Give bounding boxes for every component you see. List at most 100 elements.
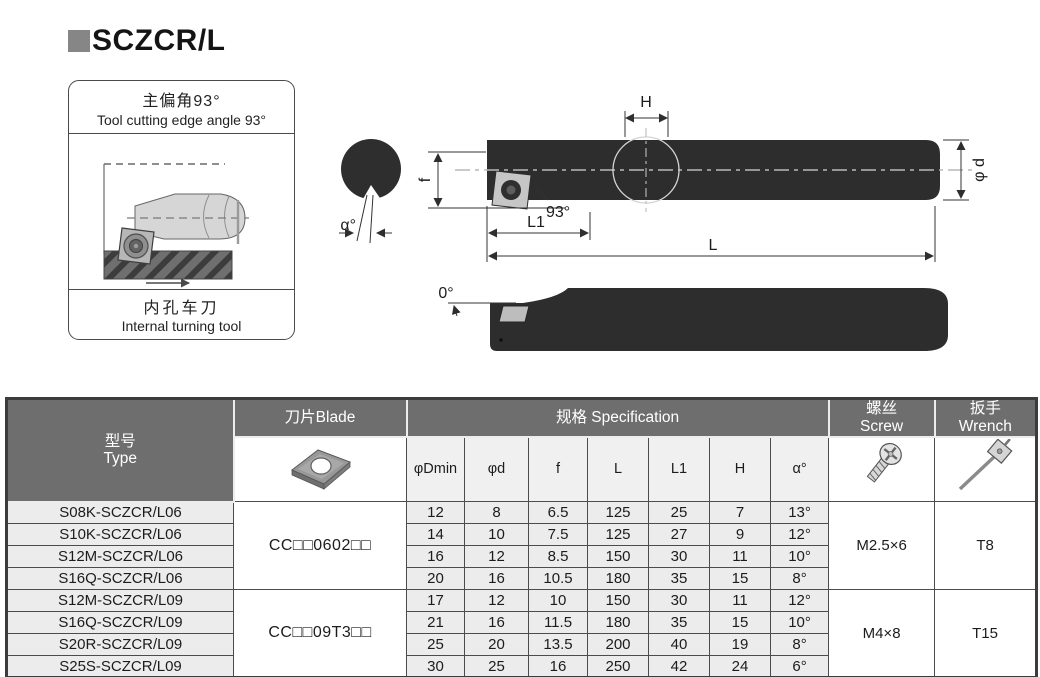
val-alpha: 12° bbox=[769, 589, 830, 613]
wrench-size-cell: T8 bbox=[934, 501, 1038, 591]
val-h: 15 bbox=[709, 567, 771, 591]
tool-bar-side-view bbox=[487, 140, 940, 200]
val-l: 150 bbox=[587, 545, 649, 569]
val-d: 16 bbox=[464, 611, 529, 635]
blade-code-cell: CC□□09T3□□ bbox=[233, 589, 407, 677]
type-cell: S16Q-SCZCR/L06 bbox=[6, 567, 234, 591]
technical-drawing: α° H φ d f 93° L1 L bbox=[339, 94, 988, 351]
info-header-cn: 主偏角93° bbox=[142, 93, 221, 110]
sub-header-l1: L1 bbox=[648, 436, 710, 503]
col-header-type: 型号 Type bbox=[5, 397, 235, 503]
val-f: 7.5 bbox=[528, 523, 588, 547]
val-l1: 35 bbox=[648, 567, 710, 591]
val-h: 24 bbox=[709, 655, 771, 677]
table-row: S08K-SCZCR/L06 CC□□0602□□ 12 8 6.5 125 2… bbox=[6, 501, 1038, 591]
screw-size-cell: M4×8 bbox=[828, 589, 936, 677]
val-dmin: 20 bbox=[406, 567, 465, 591]
val-h: 7 bbox=[709, 501, 771, 525]
col-header-spec: 规格 Specification bbox=[405, 397, 830, 438]
val-alpha: 13° bbox=[769, 501, 830, 525]
type-cell: S12M-SCZCR/L09 bbox=[6, 589, 234, 613]
internal-turning-illustration bbox=[103, 163, 249, 288]
wrench-size-cell: T15 bbox=[934, 589, 1038, 677]
val-d: 10 bbox=[464, 523, 529, 547]
table-row: S25S-SCZCR/L09 30 25 16 250 42 24 6° bbox=[6, 655, 1037, 677]
blade-insert-icon bbox=[291, 449, 352, 491]
val-d: 20 bbox=[464, 633, 529, 657]
val-alpha: 10° bbox=[769, 611, 830, 635]
val-l1: 25 bbox=[648, 501, 710, 525]
table-row: S16Q-SCZCR/L09 21 16 11.5 180 35 15 10° bbox=[6, 611, 1037, 635]
info-box-header: 主偏角93° Tool cutting edge angle 93° bbox=[69, 81, 294, 134]
val-l1: 30 bbox=[648, 545, 710, 569]
type-cell: S12M-SCZCR/L06 bbox=[6, 545, 234, 569]
val-l: 200 bbox=[587, 633, 649, 657]
val-l1: 27 bbox=[648, 523, 710, 547]
val-dmin: 21 bbox=[406, 611, 465, 635]
val-dmin: 25 bbox=[406, 633, 465, 657]
val-h: 11 bbox=[709, 589, 771, 613]
col-header-screw-cn: 螺丝 bbox=[866, 400, 898, 417]
wrench-image-cell bbox=[934, 436, 1038, 503]
col-header-screw-en: Screw bbox=[860, 417, 904, 435]
dim-label-phid: φ d bbox=[971, 158, 988, 182]
val-l: 125 bbox=[587, 501, 649, 525]
val-l: 180 bbox=[587, 567, 649, 591]
sub-header-h: H bbox=[709, 436, 771, 503]
table-row: S12M-SCZCR/L06 16 12 8.5 150 30 11 10° bbox=[6, 545, 1037, 569]
val-l1: 40 bbox=[648, 633, 710, 657]
val-l1: 30 bbox=[648, 589, 710, 613]
type-cell: S25S-SCZCR/L09 bbox=[6, 655, 234, 677]
page-title: SCZCR/L bbox=[92, 24, 226, 57]
val-l: 150 bbox=[587, 589, 649, 613]
sub-header-alpha: α° bbox=[769, 436, 830, 503]
blade-code-cell: CC□□0602□□ bbox=[233, 501, 407, 591]
val-dmin: 12 bbox=[406, 501, 465, 525]
val-alpha: 12° bbox=[769, 523, 830, 547]
type-cell: S08K-SCZCR/L06 bbox=[6, 501, 234, 525]
wrench-icon bbox=[958, 438, 1013, 491]
val-l: 125 bbox=[587, 523, 649, 547]
sub-header-d: φd bbox=[464, 436, 529, 503]
col-header-type-cn: 型号 bbox=[104, 432, 136, 450]
insert-top-view bbox=[498, 305, 530, 323]
screw-icon bbox=[866, 443, 902, 484]
screw-image-cell bbox=[828, 436, 936, 503]
col-header-wrench: 扳手 Wrench bbox=[933, 397, 1038, 438]
val-l1: 42 bbox=[648, 655, 710, 677]
val-h: 11 bbox=[709, 545, 771, 569]
val-d: 25 bbox=[464, 655, 529, 677]
val-l: 180 bbox=[587, 611, 649, 635]
val-f: 6.5 bbox=[528, 501, 588, 525]
dim-label-h: H bbox=[640, 94, 652, 111]
val-alpha: 8° bbox=[769, 633, 830, 657]
val-f: 13.5 bbox=[528, 633, 588, 657]
dim-label-l: L bbox=[709, 237, 718, 254]
val-alpha: 8° bbox=[769, 567, 830, 591]
val-dmin: 14 bbox=[406, 523, 465, 547]
val-alpha: 6° bbox=[769, 655, 830, 677]
val-f: 10 bbox=[528, 589, 588, 613]
val-dmin: 30 bbox=[406, 655, 465, 677]
dim-label-f: f bbox=[417, 177, 434, 182]
col-header-type-en: Type bbox=[103, 450, 138, 468]
dim-label-alpha: α° bbox=[340, 217, 356, 234]
dim-label-l1: L1 bbox=[527, 214, 545, 231]
screw-size-cell: M2.5×6 bbox=[828, 501, 936, 591]
val-alpha: 10° bbox=[769, 545, 830, 569]
cutting-angle-info-box: 主偏角93° Tool cutting edge angle 93° bbox=[68, 80, 295, 340]
val-dmin: 17 bbox=[406, 589, 465, 613]
col-header-blade: 刀片Blade bbox=[232, 397, 408, 438]
type-cell: S16Q-SCZCR/L09 bbox=[6, 611, 234, 635]
val-d: 8 bbox=[464, 501, 529, 525]
val-h: 15 bbox=[709, 611, 771, 635]
dim-label-93: 93° bbox=[546, 204, 570, 221]
info-footer-cn: 内孔车刀 bbox=[143, 300, 220, 317]
info-header-en: Tool cutting edge angle 93° bbox=[96, 112, 267, 128]
blade-insert-image bbox=[233, 436, 407, 503]
table-row: S20R-SCZCR/L09 25 20 13.5 200 40 19 8° bbox=[6, 633, 1037, 657]
val-f: 8.5 bbox=[528, 545, 588, 569]
sub-header-l: L bbox=[587, 436, 649, 503]
val-d: 12 bbox=[464, 545, 529, 569]
